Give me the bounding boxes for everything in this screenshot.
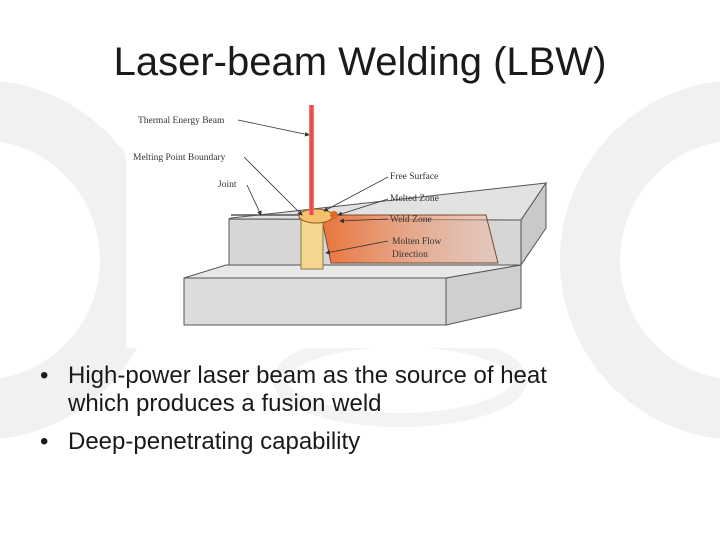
bullet-line: Deep-penetrating capability bbox=[68, 428, 361, 455]
melt-pool bbox=[298, 208, 334, 224]
leader-free-surface bbox=[323, 176, 389, 212]
slide-title: Laser-beam Welding (LBW) bbox=[113, 40, 607, 84]
bullet-line: which produces a fusion weld bbox=[68, 390, 382, 417]
leader-molten-flow bbox=[325, 240, 389, 255]
laser-beam bbox=[309, 105, 314, 215]
leader-joint bbox=[246, 184, 262, 216]
label-melted-zone: Melted Zone bbox=[390, 194, 439, 204]
leader-melted-zone bbox=[337, 198, 389, 217]
weld-zone bbox=[320, 214, 499, 264]
label-molten-flow: Molten Flow bbox=[392, 237, 441, 247]
leader-thermal-beam bbox=[237, 119, 310, 137]
label-free-surface: Free Surface bbox=[390, 171, 438, 182]
label-weld-zone: Weld Zone bbox=[390, 215, 432, 225]
workpiece-side bbox=[520, 181, 547, 267]
bullet-line: High-power laser beam as the source of h… bbox=[68, 362, 547, 389]
base-plate-front bbox=[183, 277, 447, 326]
bullet-item: • Deep-penetrating capability bbox=[38, 428, 698, 456]
laser-welding-diagram: Thermal Energy Beam Melting Point Bounda… bbox=[126, 103, 556, 348]
bullet-marker: • bbox=[40, 362, 49, 389]
base-plate-side bbox=[445, 264, 522, 326]
bullet-item: • High-power laser beam as the source of… bbox=[38, 362, 698, 418]
label-thermal-energy-beam: Thermal Energy Beam bbox=[138, 116, 225, 126]
label-direction: Direction bbox=[392, 250, 428, 260]
leader-melting-boundary bbox=[243, 156, 303, 216]
leader-weld-zone bbox=[339, 218, 389, 224]
melted-zone-dot bbox=[330, 211, 338, 219]
label-melting-point-boundary: Melting Point Boundary bbox=[133, 153, 226, 163]
bullet-marker: • bbox=[40, 428, 49, 455]
label-joint: Joint bbox=[218, 180, 237, 190]
bullet-list: • High-power laser beam as the source of… bbox=[38, 362, 698, 466]
